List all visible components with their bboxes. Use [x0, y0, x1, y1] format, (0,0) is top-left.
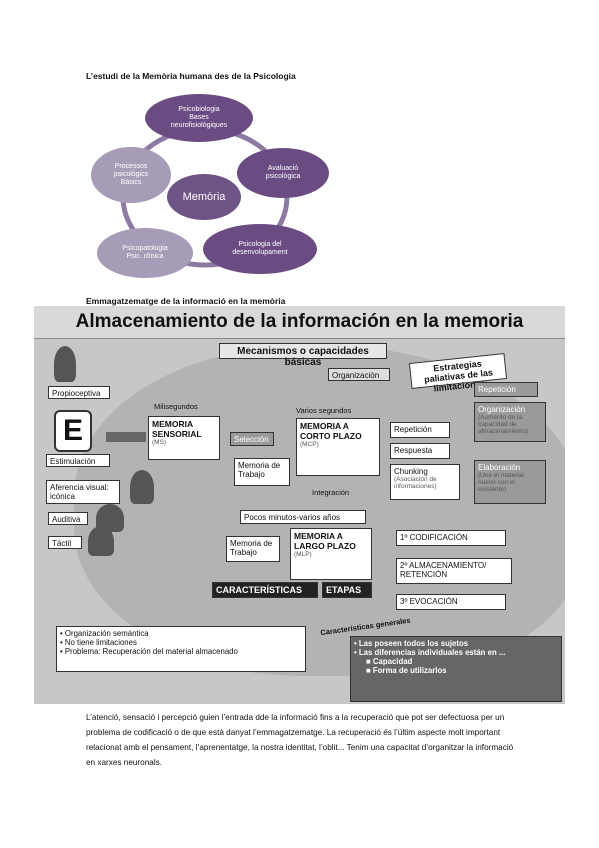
- integration-label: Integración: [312, 488, 350, 497]
- short-term-memory-box: MEMORIA A CORTO PLAZO(MCP): [296, 418, 380, 476]
- visual-person-icon: [130, 470, 154, 504]
- bubble-memory-center: Memòria: [167, 174, 241, 220]
- diagram-title: Almacenamiento de la información en la m…: [34, 306, 565, 339]
- heading-memory-psychology: L’estudi de la Memòria humana des de la …: [86, 71, 296, 81]
- mechanisms-label: Mecanismos o capacidades básicas: [219, 343, 387, 368]
- char-item: • No tiene limitaciones: [60, 638, 137, 647]
- response-box: Respuesta: [390, 443, 450, 459]
- strategy-organization-box: Organización(Aumento de la capacidad de …: [474, 402, 546, 442]
- general-subitem: ■ Forma de utilizarlos: [366, 666, 447, 675]
- strategy-repetition-box: Repetición: [474, 382, 538, 397]
- characteristics-label: CARACTERÍSTICAS: [212, 582, 318, 598]
- memory-storage-diagram: Almacenamiento de la información en la m…: [34, 306, 565, 704]
- organization-top-label: Organización: [328, 368, 390, 381]
- tactile-label: Táctil: [48, 536, 82, 549]
- char-item: • Problema: Recuperación del material al…: [60, 647, 238, 656]
- sensory-memory-box: MEMORIA SENSORIAL(MS): [148, 416, 220, 460]
- auditory-label: Auditiva: [48, 512, 88, 525]
- body-paragraph: L’atenció, sensació i percepció guien l’…: [86, 713, 514, 767]
- arrow-to-sensory: [106, 432, 146, 442]
- proprioceptive-label: Propioceptiva: [48, 386, 110, 399]
- heading-memory-storage: Emmagatzematge de la informació en la me…: [86, 296, 286, 306]
- stage-evocation: 3º EVOCACIÓN: [396, 594, 506, 610]
- stimulation-label: Estimulación: [46, 454, 110, 467]
- characteristics-list: • Organización semántica • No tiene limi…: [56, 626, 306, 672]
- stage-coding: 1º CODIFICACIÓN: [396, 530, 506, 546]
- milliseconds-label: Milisegundos: [154, 402, 198, 411]
- general-subitem: ■ Capacidad: [366, 657, 413, 666]
- stage-storage: 2º ALMACENAMIENTO/ RETENCIÓN: [396, 558, 512, 584]
- stimulus-e-icon: E: [54, 410, 92, 452]
- visual-afference-label: Aferencia visual: icónica: [46, 480, 120, 504]
- several-seconds-label: Varios segundos: [296, 406, 352, 415]
- selection-label: Selección: [230, 432, 274, 446]
- general-item: • Las poseen todos los sujetos: [354, 639, 469, 648]
- general-item: • Las diferencias individuales están en …: [354, 648, 506, 657]
- person-figure-icon: [54, 346, 76, 382]
- repetition-box: Repetición: [390, 422, 450, 438]
- stages-label: ETAPAS: [322, 582, 372, 598]
- chunking-box: Chunking(Asociación de informaciones): [390, 464, 460, 500]
- general-characteristics-list: • Las poseen todos los sujetos • Las dif…: [350, 636, 562, 702]
- working-memory-box: Memoria de Trabajo: [234, 458, 290, 486]
- working-memory-box-2: Memoria de Trabajo: [226, 536, 280, 562]
- long-term-memory-box: MEMORIA A LARGO PLAZO(MLP): [290, 528, 372, 580]
- tactile-person-icon: [88, 526, 114, 556]
- strategy-elaboration-box: Elaboración(Une el material nuevo con el…: [474, 460, 546, 504]
- minutes-years-label: Pocos minutos-varios años: [240, 510, 366, 524]
- char-item: • Organización semántica: [60, 629, 149, 638]
